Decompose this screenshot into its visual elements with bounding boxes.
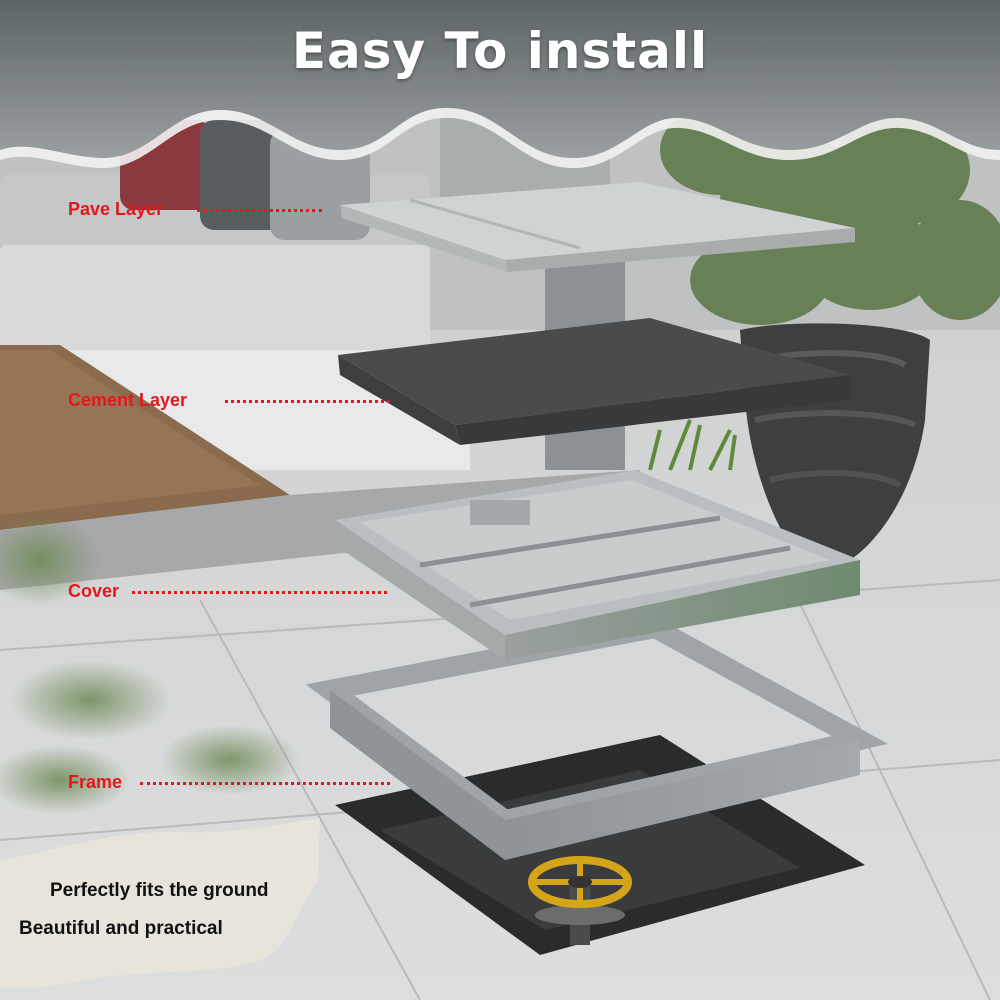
leader-frame — [140, 782, 390, 785]
caption-beautiful-practical: Beautiful and practical — [19, 918, 223, 939]
leader-cover — [132, 591, 387, 594]
blurred-plant — [0, 515, 100, 605]
label-cover: Cover — [68, 581, 120, 601]
pave-layer-part — [340, 182, 855, 272]
leader-cement-layer — [225, 400, 390, 403]
label-pave-layer: Pave Layer — [68, 199, 164, 219]
valve-handwheel — [528, 856, 632, 945]
cover-part — [335, 470, 860, 660]
label-cement-layer: Cement Layer — [68, 390, 188, 410]
caption-fits-ground: Perfectly fits the ground — [50, 880, 269, 901]
caption-banner — [0, 818, 320, 989]
leader-pave-layer — [197, 209, 322, 212]
grass — [648, 419, 737, 471]
title-banner — [0, 0, 1000, 159]
label-frame: Frame — [68, 772, 123, 792]
page-title: Easy To install — [291, 22, 709, 80]
cement-layer-part — [338, 318, 850, 445]
